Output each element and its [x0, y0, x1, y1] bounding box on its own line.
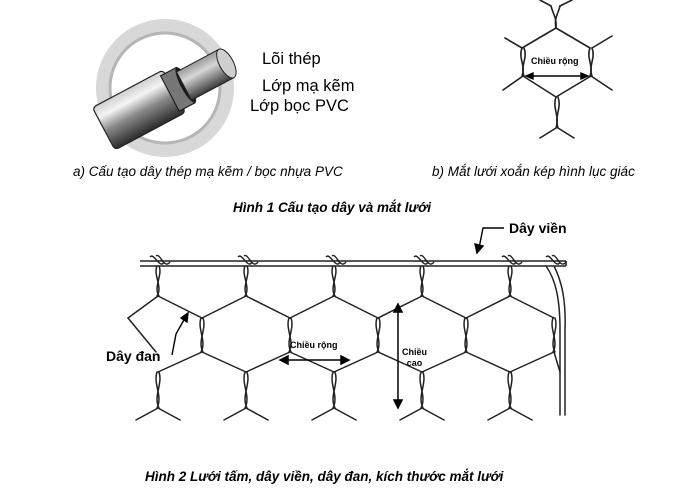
- panel-height-label: Chiều cao: [402, 347, 427, 369]
- selvedge-wrap: [155, 254, 171, 265]
- mesh-diagonal: [465, 295, 511, 319]
- label-zinc-layer: Lớp mạ kẽm: [262, 77, 355, 95]
- mesh-twist: [420, 265, 425, 297]
- label-pvc-layer: Lớp bọc PVC: [250, 97, 349, 115]
- mesh-edge-wire: [545, 265, 561, 416]
- mesh-diagonal: [135, 407, 159, 421]
- selvedge-wrap: [501, 255, 517, 265]
- mesh-diagonal: [289, 295, 335, 319]
- mesh-twist: [244, 371, 249, 409]
- mesh-diagonal: [311, 407, 335, 421]
- mesh-diagonal: [333, 351, 379, 373]
- width-arrow: [524, 71, 590, 81]
- mesh-twist: [200, 317, 205, 353]
- mesh-wires: [127, 265, 566, 421]
- selvedge-wrap: [331, 254, 347, 265]
- mesh-twist: [288, 317, 293, 353]
- figure-1-title: Hình 1 Cấu tạo dây và mắt lưới: [233, 200, 431, 215]
- mesh-diagonal: [421, 295, 467, 319]
- panel-height-label-line1: Chiều: [402, 347, 428, 357]
- mesh-diagonal: [509, 295, 555, 319]
- mesh-diagonal: [201, 295, 247, 319]
- mesh-diagonal: [289, 351, 335, 373]
- mesh-twist: [552, 317, 557, 353]
- selvedge-wrap: [507, 254, 523, 265]
- mesh-diagonal: [421, 407, 445, 421]
- mesh-diagonal: [509, 351, 555, 373]
- mesh-twist: [420, 371, 425, 409]
- selvedge-wrap: [325, 255, 341, 265]
- selvedge-wrap: [419, 254, 435, 265]
- selvedge-pointer: [474, 227, 504, 255]
- caption-a: a) Cấu tạo dây thép mạ kẽm / bọc nhựa PV…: [73, 164, 343, 179]
- mesh-wire-pointer: [171, 311, 189, 356]
- mesh-twist: [332, 265, 337, 297]
- mesh-diagonal: [127, 295, 159, 319]
- mesh-diagonal: [157, 407, 181, 421]
- selvedge-wrap: [413, 255, 429, 265]
- mesh-twist: [464, 317, 469, 353]
- mesh-diagonal: [465, 351, 511, 373]
- mesh-edge-wire: [553, 265, 566, 416]
- panel-width-arrow: [278, 354, 351, 366]
- mesh-diagonal: [157, 295, 203, 319]
- mesh-diagonal: [421, 351, 467, 373]
- selvedge-wrap: [243, 254, 259, 265]
- vignette-ring: [96, 19, 234, 157]
- mesh-diagonal: [245, 295, 291, 319]
- mesh-twist: [244, 265, 249, 297]
- mesh-diagonal: [399, 407, 423, 421]
- panel-height-label-line2: cao: [406, 358, 423, 368]
- selvedge-wrap: [237, 255, 253, 265]
- mesh-twist: [156, 371, 161, 409]
- selvedge-wrap: [149, 255, 165, 265]
- mesh-diagonal: [487, 407, 511, 421]
- mesh-diagonal: [333, 407, 357, 421]
- mesh-diagonal: [245, 351, 291, 373]
- selvedge-label: Dây viền: [509, 220, 567, 236]
- mesh-width-label: Chiều rộng: [531, 56, 579, 66]
- mesh-twist: [156, 265, 161, 297]
- mesh-twist: [332, 371, 337, 409]
- mesh-diagonal: [157, 351, 203, 373]
- mesh-wire-label: Dây đan: [106, 348, 161, 364]
- mesh-diagonal: [509, 407, 533, 421]
- mesh-diagonal: [127, 317, 157, 353]
- mesh-diagonal: [245, 407, 269, 421]
- selvedge-wrap: [551, 254, 567, 265]
- mesh-twist: [508, 371, 513, 409]
- mesh-diagonal: [553, 351, 561, 373]
- panel-width-label: Chiều rộng: [290, 340, 338, 350]
- mesh-diagonal: [223, 407, 247, 421]
- mesh-diagonal: [377, 351, 423, 373]
- panel-height-arrow: [392, 302, 404, 410]
- mesh-twist: [376, 317, 381, 353]
- label-steel-core: Lõi thép: [262, 50, 321, 68]
- figure-2-title: Hình 2 Lưới tấm, dây viền, dây đan, kích…: [145, 469, 504, 484]
- selvedge-wrap: [545, 255, 561, 265]
- pvc-coating: [93, 48, 237, 150]
- mesh-twist: [508, 265, 513, 297]
- mesh-diagonal: [201, 351, 247, 373]
- mesh-diagonal: [333, 295, 379, 319]
- caption-b: b) Mắt lưới xoắn kép hình lục giác: [432, 164, 635, 179]
